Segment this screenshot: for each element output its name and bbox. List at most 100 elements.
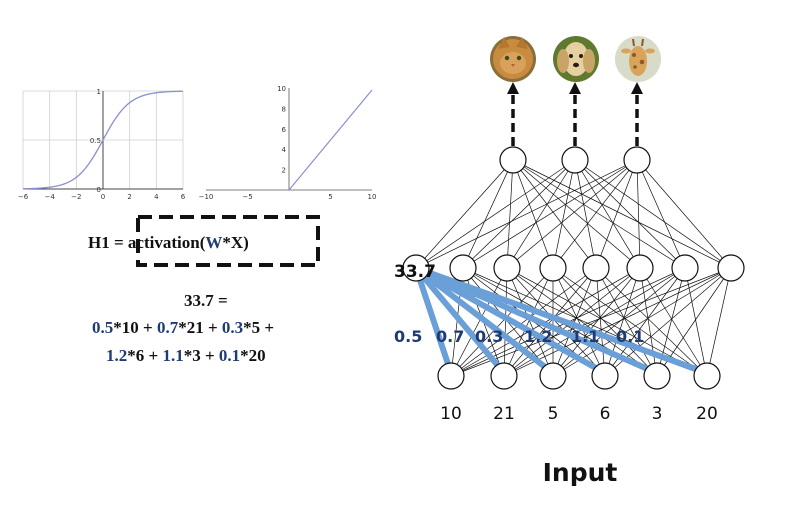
input-node bbox=[643, 362, 671, 390]
connection-line bbox=[552, 267, 708, 377]
weight-label: 0.5 bbox=[394, 327, 422, 346]
hidden-node bbox=[402, 254, 430, 282]
highlighted-weights bbox=[413, 265, 710, 376]
weight-label: 1.2 bbox=[524, 327, 552, 346]
output-arrows bbox=[507, 82, 643, 146]
calc-term: *6 + bbox=[127, 346, 162, 365]
connection-line bbox=[636, 159, 641, 269]
equation-input: *X) bbox=[222, 233, 248, 252]
sigmoid-x-tick: 4 bbox=[154, 193, 159, 201]
connection-line bbox=[462, 159, 638, 269]
connection-line bbox=[506, 267, 658, 377]
connection-line bbox=[552, 267, 606, 377]
weight-labels: 0.5 0.7 0.3 1.2 1.1 0.1 bbox=[394, 327, 644, 346]
relu-y-tick: 8 bbox=[282, 105, 286, 113]
network-nodes bbox=[402, 146, 745, 390]
connection-line bbox=[503, 267, 597, 377]
connection-line bbox=[512, 159, 554, 269]
sigmoid-y-tick: 0 bbox=[97, 186, 101, 194]
sigmoid-y-tick: 1 bbox=[97, 88, 101, 96]
calc-term: *10 + bbox=[113, 318, 157, 337]
calc-result: 33.7 = bbox=[184, 291, 228, 310]
weight-label: 1.1 bbox=[571, 327, 599, 346]
highlighted-weight-line bbox=[413, 265, 507, 376]
highlighted-weight-line bbox=[413, 265, 454, 376]
cat-icon bbox=[490, 36, 536, 82]
connection-line bbox=[512, 159, 686, 269]
input-value: 6 bbox=[600, 404, 611, 424]
hidden-node bbox=[717, 254, 745, 282]
calc-line-1: 0.5*10 + 0.7*21 + 0.3*5 + bbox=[92, 318, 274, 337]
equation-lhs: H1 = bbox=[88, 233, 128, 252]
connection-line bbox=[462, 159, 576, 269]
output-node bbox=[561, 146, 589, 174]
relu-x-tick: 10 bbox=[368, 193, 377, 201]
calc-weight: 1.2 bbox=[106, 346, 127, 365]
output-node bbox=[623, 146, 651, 174]
giraffe-icon bbox=[615, 36, 661, 82]
output-arrow-head bbox=[507, 82, 519, 94]
relu-x-tick: 5 bbox=[328, 193, 332, 201]
sigmoid-y-tick: 0.5 bbox=[90, 137, 101, 145]
connection-line bbox=[636, 159, 732, 269]
connection-line bbox=[415, 159, 638, 269]
activation-equation: H1 = activation(W*X) bbox=[88, 233, 249, 252]
output-arrow-head bbox=[631, 82, 643, 94]
connection-line bbox=[595, 159, 638, 269]
dog-icon bbox=[553, 36, 599, 82]
input-node bbox=[693, 362, 721, 390]
activation-dashed-box bbox=[136, 215, 320, 267]
hidden-node-value: 33.7 bbox=[394, 262, 436, 282]
connection-line bbox=[506, 159, 576, 269]
relu-y-tick: 2 bbox=[282, 167, 286, 175]
calc-weight: 0.3 bbox=[222, 318, 243, 337]
calc-term: *5 + bbox=[243, 318, 274, 337]
input-value: 3 bbox=[652, 404, 663, 424]
sigmoid-curve bbox=[22, 90, 184, 190]
calc-term: *3 + bbox=[184, 346, 219, 365]
connection-line bbox=[595, 267, 606, 377]
input-node bbox=[437, 362, 465, 390]
input-value: 21 bbox=[493, 404, 515, 424]
connection-line bbox=[574, 159, 597, 269]
connection-line bbox=[595, 267, 658, 377]
input-value: 10 bbox=[440, 404, 462, 424]
connection-line bbox=[512, 159, 732, 269]
connection-line bbox=[684, 267, 708, 377]
sigmoid-x-tick: 0 bbox=[101, 193, 105, 201]
relu-y-tick: 4 bbox=[282, 146, 287, 154]
connection-line bbox=[450, 267, 554, 377]
connection-line bbox=[552, 267, 658, 377]
calc-weight: 1.1 bbox=[162, 346, 183, 365]
weight-label: 0.1 bbox=[616, 327, 644, 346]
highlighted-weight-line bbox=[413, 265, 556, 376]
connection-line bbox=[503, 267, 554, 377]
hidden-node bbox=[493, 254, 521, 282]
output-arrow-head bbox=[569, 82, 581, 94]
connection-line bbox=[574, 159, 732, 269]
hidden-node bbox=[539, 254, 567, 282]
input-node bbox=[591, 362, 619, 390]
relu-y-tick: 10 bbox=[277, 85, 286, 93]
connection-line bbox=[450, 267, 732, 377]
highlighted-weight-line bbox=[413, 265, 710, 376]
input-values: 10 21 5 6 3 20 bbox=[440, 404, 718, 424]
connection-line bbox=[636, 159, 686, 269]
connection-line bbox=[450, 267, 597, 377]
hidden-node bbox=[449, 254, 477, 282]
connection-line bbox=[574, 159, 641, 269]
sigmoid-x-tick: 6 bbox=[181, 193, 186, 201]
connection-line bbox=[512, 159, 597, 269]
connection-line bbox=[462, 159, 514, 269]
sigmoid-x-tick: −6 bbox=[18, 193, 29, 201]
connection-line bbox=[506, 159, 638, 269]
output-node bbox=[499, 146, 527, 174]
calc-weight: 0.1 bbox=[219, 346, 240, 365]
calc-term: *21 + bbox=[178, 318, 222, 337]
relu-y-tick: 6 bbox=[282, 126, 287, 134]
relu-x-tick: −5 bbox=[242, 193, 252, 201]
